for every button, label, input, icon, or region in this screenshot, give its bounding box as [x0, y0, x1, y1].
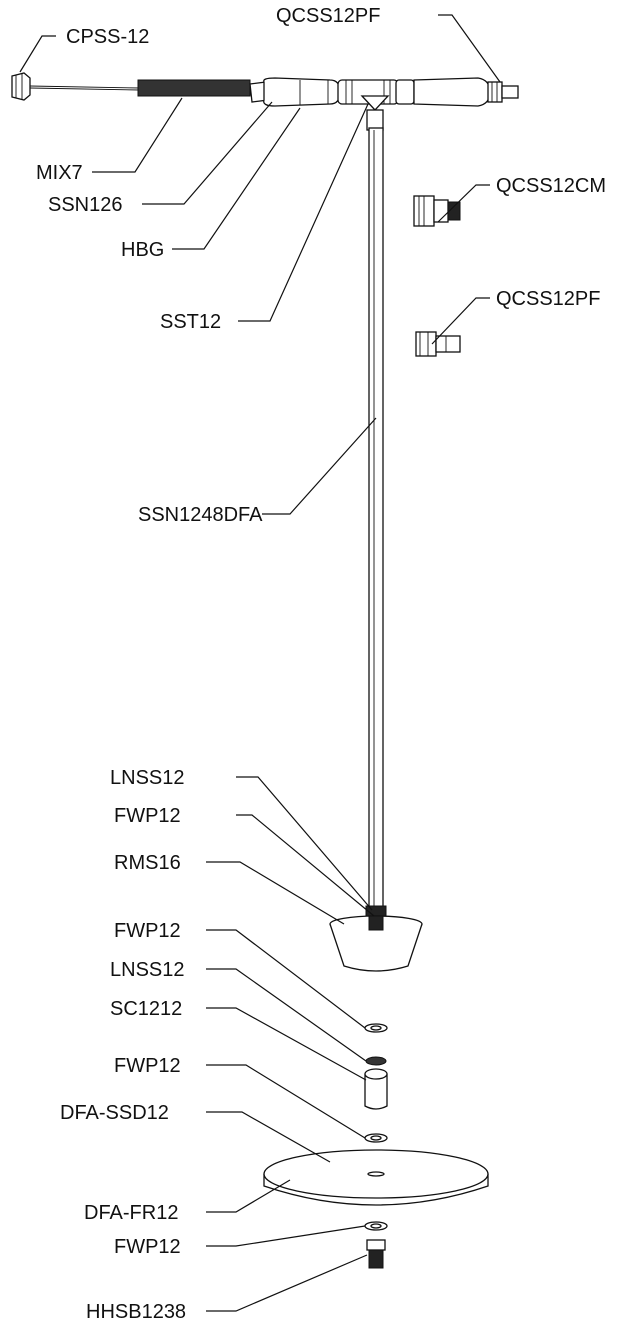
- lock-nut-lnss12-bottom: [365, 1056, 387, 1066]
- label-ssn1248dfa: SSN1248DFA: [138, 504, 263, 526]
- washer-fwp12-b: [364, 1023, 388, 1033]
- mixer-rod-mix7: [29, 79, 251, 97]
- label-qcss12pf-top: QCSS12PF: [276, 5, 380, 27]
- label-fwp12-b: FWP12: [114, 920, 181, 942]
- leader-lines: [19, 14, 501, 1312]
- label-qcss12cm: QCSS12CM: [496, 175, 606, 197]
- label-qcss12pf-mid: QCSS12PF: [496, 288, 600, 310]
- pipe-ssn1248dfa: [366, 109, 384, 909]
- label-sc1212: SC1212: [110, 998, 182, 1020]
- label-lnss12-top: LNSS12: [110, 767, 185, 789]
- label-fwp12-c: FWP12: [114, 1055, 181, 1077]
- end-cap-cpss-12: [11, 72, 31, 101]
- washer-fwp12-d: [364, 1221, 388, 1231]
- disc-ssd12: [263, 1149, 489, 1206]
- washer-fwp12-c: [364, 1133, 388, 1143]
- quick-connect-coupler-qcss12cm: [413, 195, 461, 227]
- label-cpss-12: CPSS-12: [66, 26, 149, 48]
- label-ssn126: SSN126: [48, 194, 123, 216]
- label-sst12: SST12: [160, 311, 221, 333]
- label-fwp12-d: FWP12: [114, 1236, 181, 1258]
- tee-fitting-sst12: [337, 79, 399, 111]
- quick-connect-plug-qcss12pf: [415, 331, 461, 357]
- spacer-sc1212: [364, 1068, 388, 1110]
- label-mix7: MIX7: [36, 162, 83, 184]
- quick-connect-plug-top: [487, 81, 519, 103]
- label-hhsb1238: HHSB1238: [86, 1301, 186, 1323]
- rubber-mount-rms16: [329, 915, 423, 972]
- label-dfa-fr12: DFA-FR12: [84, 1202, 178, 1224]
- label-lnss12-bottom: LNSS12: [110, 959, 185, 981]
- label-dfa-ssd12: DFA-SSD12: [60, 1102, 169, 1124]
- label-rms16: RMS16: [114, 852, 181, 874]
- right-hose-barb: [395, 77, 491, 107]
- label-hbg: HBG: [121, 239, 164, 261]
- hex-bolt-hhsb1238: [366, 1239, 386, 1269]
- label-fwp12-a: FWP12: [114, 805, 181, 827]
- hose-barb-hbg: [263, 77, 341, 107]
